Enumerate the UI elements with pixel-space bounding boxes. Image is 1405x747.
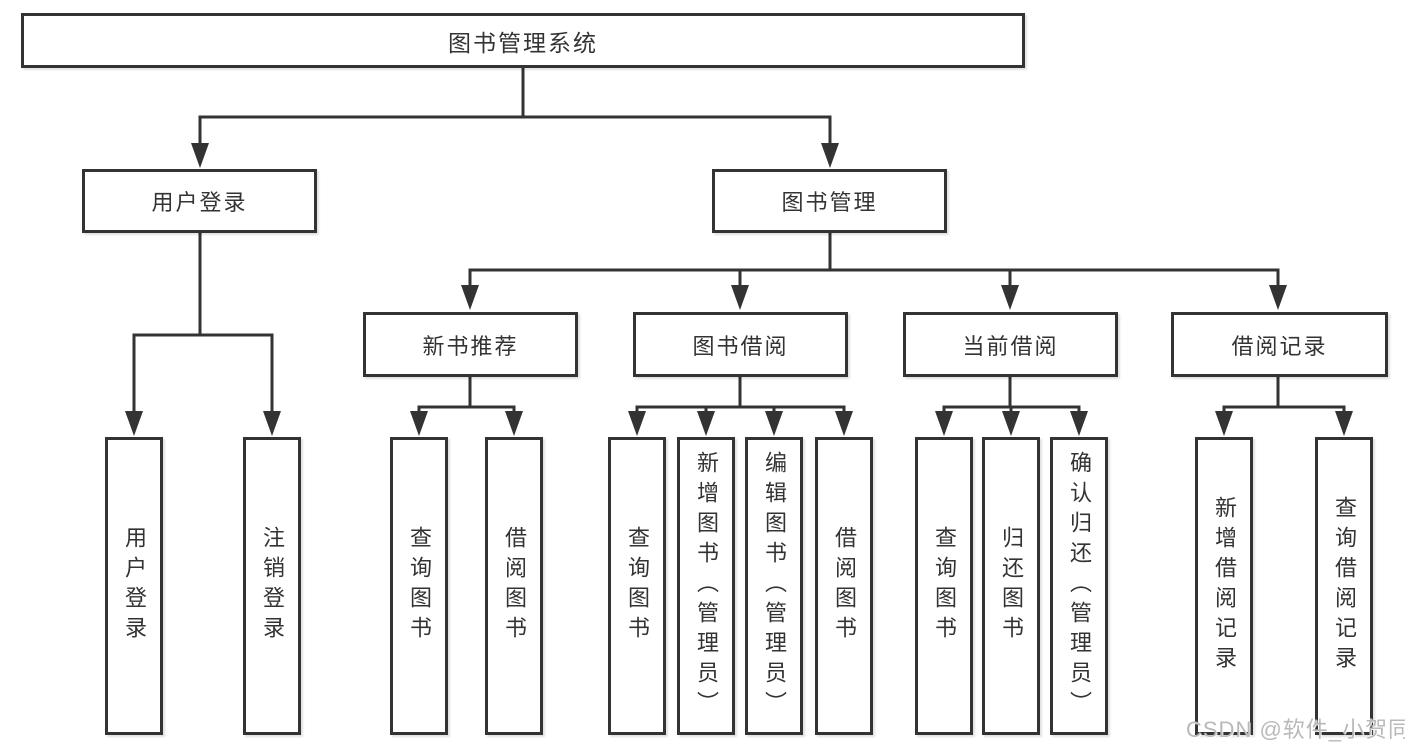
node-current-borrowing: 当前借阅 — [903, 312, 1118, 377]
leaf-edit-book-admin: 编辑图书（管理员） — [745, 437, 803, 735]
leaf-confirm-return-admin: 确认归还（管理员） — [1050, 437, 1108, 735]
leaf-return-book: 归还图书 — [982, 437, 1040, 735]
leaf-query-books-recommend: 查询图书 — [390, 437, 448, 735]
leaf-borrow-books-recommend: 借阅图书 — [485, 437, 543, 735]
leaf-query-books-current: 查询图书 — [915, 437, 973, 735]
leaf-borrow-books-borrowing: 借阅图书 — [815, 437, 873, 735]
leaf-logout: 注销登录 — [243, 437, 301, 735]
node-new-book-recommend: 新书推荐 — [363, 312, 578, 377]
leaf-query-borrow-record: 查询借阅记录 — [1315, 437, 1373, 735]
arrowheads — [125, 143, 1353, 436]
watermark-text: CSDN @软件_小贺同学 — [1186, 717, 1405, 742]
leaf-query-books-borrowing: 查询图书 — [608, 437, 666, 735]
leaf-add-book-admin: 新增图书（管理员） — [677, 437, 735, 735]
leaf-add-borrow-record: 新增借阅记录 — [1195, 437, 1253, 735]
node-borrowing-records: 借阅记录 — [1171, 312, 1388, 377]
leaf-user-login: 用户登录 — [105, 437, 163, 735]
node-user-login: 用户登录 — [82, 169, 317, 233]
node-book-system: 图书管理系统 — [21, 13, 1025, 68]
node-book-management: 图书管理 — [712, 169, 947, 233]
node-book-borrowing: 图书借阅 — [633, 312, 848, 377]
